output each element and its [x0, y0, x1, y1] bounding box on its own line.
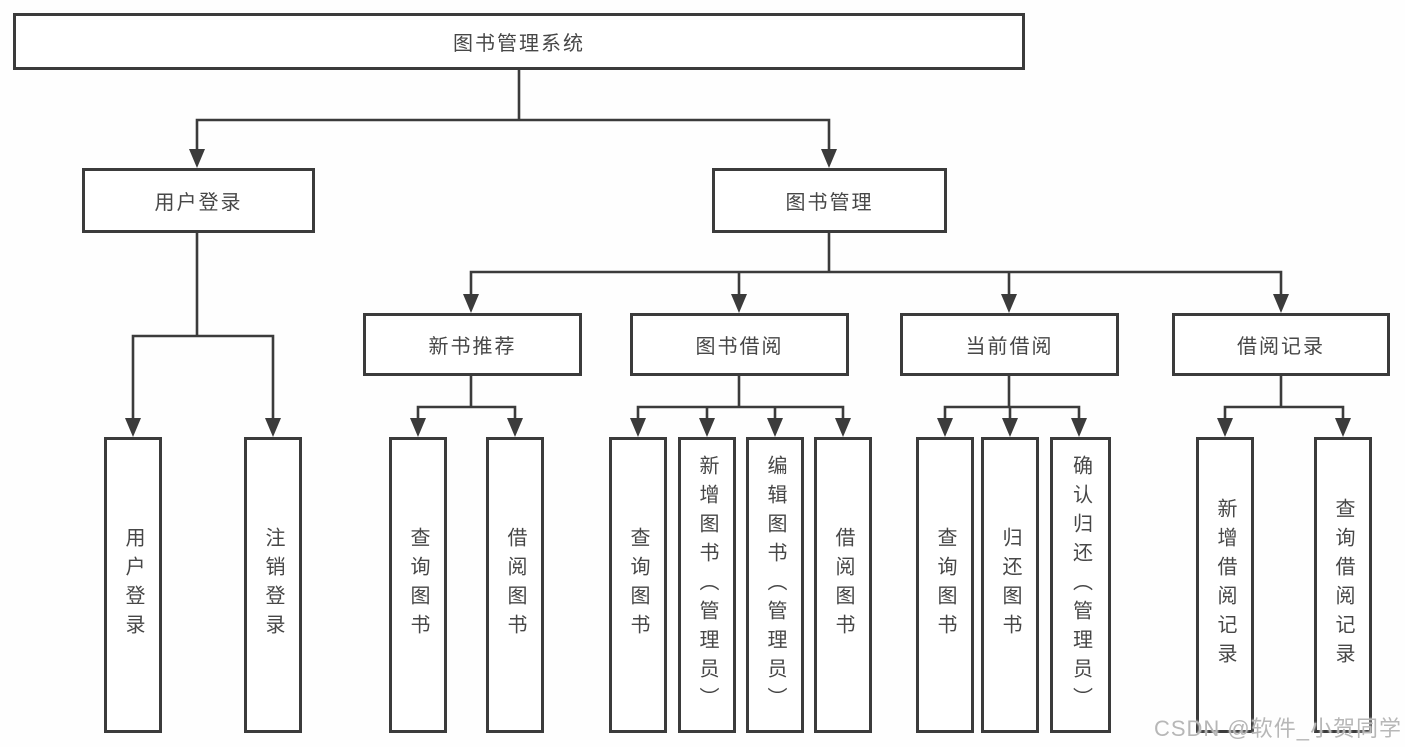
leaf-current-query-books: 查询图书 [916, 437, 974, 733]
node-label: 借阅图书 [832, 527, 854, 643]
node-label: 新增借阅记录 [1214, 498, 1236, 672]
csdn-watermark: CSDN @软件_小贺同学 [1153, 716, 1402, 741]
node-label: 用户登录 [122, 527, 144, 643]
node-label: 新增图书（管理员） [696, 454, 718, 716]
node-label: 借阅图书 [504, 527, 526, 643]
leaf-logout: 注销登录 [244, 437, 302, 733]
leaf-query-borrow-record: 查询借阅记录 [1314, 437, 1372, 733]
leaf-return-books: 归还图书 [981, 437, 1039, 733]
leaf-confirm-return-admin: 确认归还（管理员） [1050, 437, 1111, 733]
node-user-login: 用户登录 [82, 168, 315, 233]
node-label: 注销登录 [262, 527, 284, 643]
node-label: 图书管理 [785, 192, 874, 214]
leaf-borrow-query-books: 查询图书 [609, 437, 667, 733]
node-label: 查询图书 [627, 527, 649, 643]
node-label: 查询图书 [407, 527, 429, 643]
node-label: 新书推荐 [428, 336, 517, 358]
node-book-management: 图书管理 [712, 168, 947, 233]
leaf-add-borrow-record: 新增借阅记录 [1196, 437, 1254, 733]
node-label: 归还图书 [999, 527, 1021, 643]
leaf-add-books-admin: 新增图书（管理员） [678, 437, 736, 733]
leaf-newbook-borrow-books: 借阅图书 [486, 437, 544, 733]
node-label: 图书管理系统 [453, 33, 585, 55]
leaf-newbook-query-books: 查询图书 [389, 437, 447, 733]
node-borrow-records: 借阅记录 [1172, 313, 1390, 376]
node-library-management-system: 图书管理系统 [13, 13, 1025, 70]
node-label: 查询借阅记录 [1332, 498, 1354, 672]
leaf-user-login: 用户登录 [104, 437, 162, 733]
node-new-book-recommend: 新书推荐 [363, 313, 582, 376]
node-label: 确认归还（管理员） [1069, 454, 1092, 716]
node-label: 借阅记录 [1237, 336, 1325, 358]
node-label: 编辑图书（管理员） [764, 454, 786, 716]
node-current-borrow: 当前借阅 [900, 313, 1119, 376]
leaf-edit-books-admin: 编辑图书（管理员） [746, 437, 804, 733]
leaf-lend-books: 借阅图书 [814, 437, 872, 733]
tree-edges [131, 68, 1345, 422]
node-label: 用户登录 [154, 192, 243, 214]
node-book-borrow: 图书借阅 [630, 313, 849, 376]
node-label: 当前借阅 [965, 336, 1054, 358]
node-label: 查询图书 [934, 527, 956, 643]
node-label: 图书借阅 [695, 336, 784, 358]
